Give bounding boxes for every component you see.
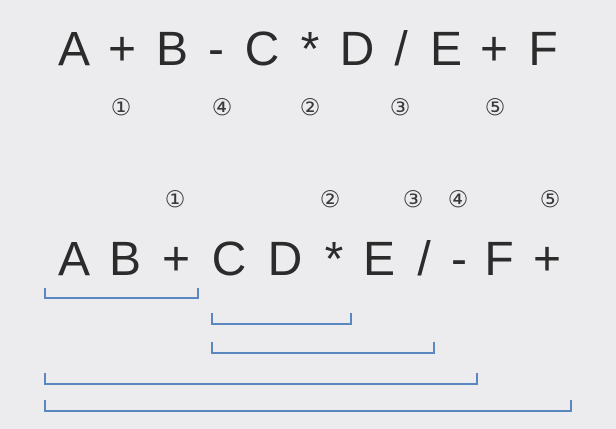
postfix-token: A	[57, 233, 91, 286]
infix-token: +	[107, 23, 137, 76]
postfix-token: +	[161, 233, 191, 286]
bracket-full-expression	[44, 400, 572, 412]
infix-token: +	[479, 23, 509, 76]
postfix-token: F	[484, 233, 514, 286]
order-mark: ④	[211, 95, 233, 121]
bracket-through-minus	[44, 373, 478, 385]
infix-token: F	[528, 23, 558, 76]
postfix-token: B	[108, 233, 142, 286]
postfix-token: C	[211, 233, 247, 286]
order-mark: ②	[299, 95, 321, 121]
infix-token: D	[339, 23, 375, 76]
order-mark: ⑤	[484, 95, 506, 121]
order-mark: ②	[319, 187, 341, 213]
order-mark: ①	[110, 95, 132, 121]
infix-token: A	[57, 23, 91, 76]
infix-token: *	[300, 23, 320, 76]
infix-token: E	[429, 23, 463, 76]
infix-token: -	[208, 23, 224, 76]
order-mark: ⑤	[539, 187, 561, 213]
postfix-token: +	[532, 233, 562, 286]
infix-token: B	[155, 23, 189, 76]
postfix-token: D	[267, 233, 303, 286]
bracket-cd-mul	[211, 313, 352, 325]
infix-token: /	[394, 23, 408, 76]
order-mark: ③	[402, 187, 424, 213]
order-mark: ③	[389, 95, 411, 121]
postfix-token: *	[324, 233, 344, 286]
order-mark: ④	[447, 187, 469, 213]
postfix-token: /	[417, 233, 431, 286]
postfix-token: -	[451, 233, 467, 286]
bracket-cd-mul-e-div	[211, 342, 435, 354]
infix-token: C	[244, 23, 280, 76]
postfix-token: E	[362, 233, 396, 286]
order-mark: ①	[164, 187, 186, 213]
bracket-ab-plus	[44, 288, 199, 299]
